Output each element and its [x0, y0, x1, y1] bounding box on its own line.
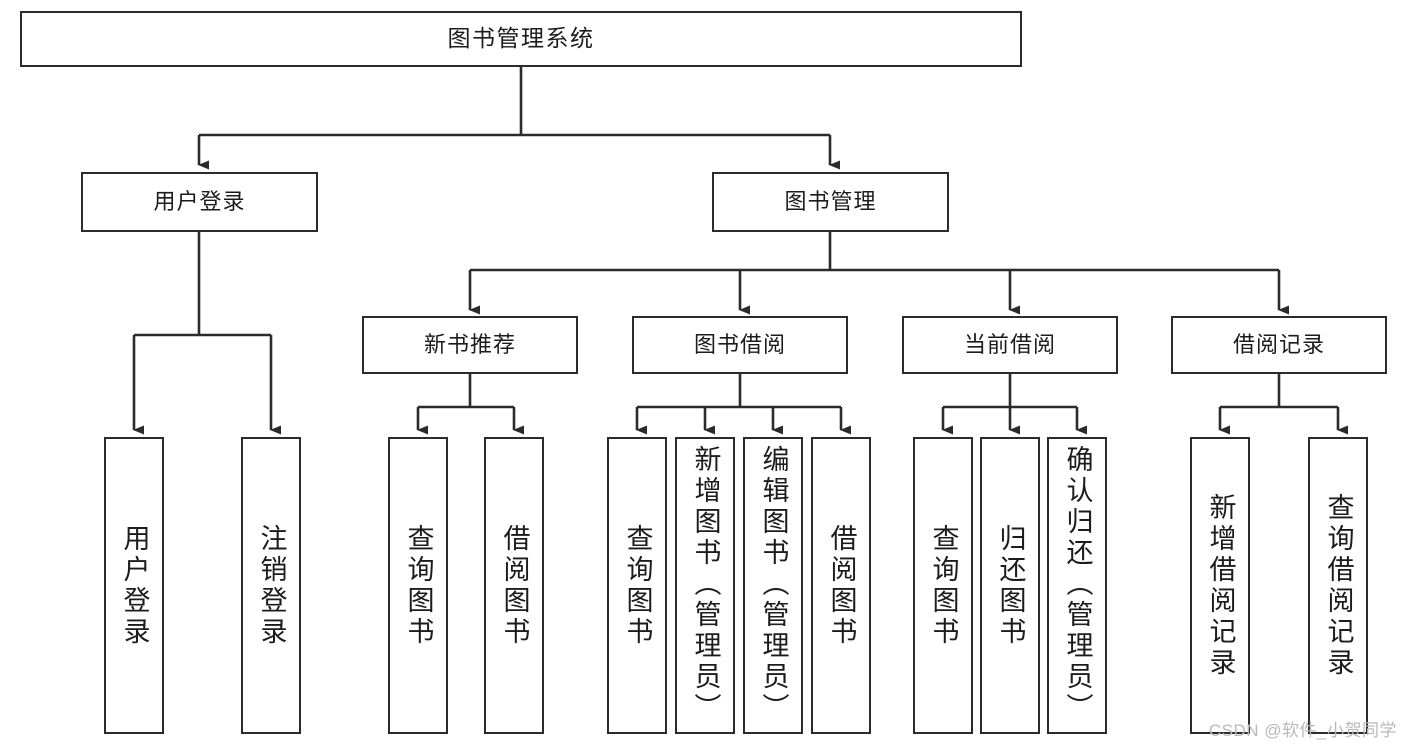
node-label: 图书管理系统 [447, 25, 595, 52]
node-borrow-record[interactable]: 借阅记录 [1171, 316, 1387, 374]
node-root-book-management-system[interactable]: 图书管理系统 [20, 11, 1022, 67]
node-label: 借阅图书 [499, 523, 530, 648]
node-book-management[interactable]: 图书管理 [712, 172, 949, 232]
node-label: 借阅图书 [826, 523, 857, 648]
leaf-new-book-query-book[interactable]: 查询图书 [388, 437, 448, 734]
node-label: 图书借阅 [693, 331, 786, 357]
node-label: 新增借阅记录 [1205, 492, 1236, 679]
node-label: 确认归还（管理员） [1062, 445, 1093, 724]
node-label: 用户登录 [153, 188, 246, 214]
node-label: 注销登录 [256, 523, 287, 648]
node-label: 图书管理 [784, 188, 877, 214]
leaf-borrow-record-add-record[interactable]: 新增借阅记录 [1190, 437, 1250, 734]
leaf-user-login-login[interactable]: 用户登录 [104, 437, 164, 734]
node-label: 查询图书 [928, 523, 959, 648]
node-label: 编辑图书（管理员） [758, 445, 789, 724]
leaf-book-borrow-add-book[interactable]: 新增图书（管理员） [675, 437, 735, 734]
node-book-borrow[interactable]: 图书借阅 [632, 316, 848, 374]
node-label: 查询图书 [622, 523, 653, 648]
leaf-book-borrow-query-book[interactable]: 查询图书 [607, 437, 667, 734]
leaf-borrow-record-query-record[interactable]: 查询借阅记录 [1308, 437, 1368, 734]
node-label: 查询借阅记录 [1323, 492, 1354, 679]
watermark-text: CSDN @软件_小贺同学 [1208, 721, 1397, 740]
leaf-current-borrow-confirm-return[interactable]: 确认归还（管理员） [1047, 437, 1107, 734]
leaf-current-borrow-return-book[interactable]: 归还图书 [980, 437, 1040, 734]
leaf-book-borrow-edit-book[interactable]: 编辑图书（管理员） [743, 437, 803, 734]
node-new-book-recommend[interactable]: 新书推荐 [362, 316, 578, 374]
node-label: 借阅记录 [1232, 331, 1325, 357]
node-label: 用户登录 [119, 523, 150, 648]
node-label: 当前借阅 [963, 331, 1056, 357]
node-label: 查询图书 [403, 523, 434, 648]
node-current-borrow[interactable]: 当前借阅 [902, 316, 1118, 374]
leaf-book-borrow-borrow-book[interactable]: 借阅图书 [811, 437, 871, 734]
node-user-login[interactable]: 用户登录 [81, 172, 318, 232]
leaf-user-login-logout[interactable]: 注销登录 [241, 437, 301, 734]
node-label: 新书推荐 [423, 331, 516, 357]
leaf-current-borrow-query-book[interactable]: 查询图书 [913, 437, 973, 734]
node-label: 归还图书 [995, 523, 1026, 648]
node-label: 新增图书（管理员） [690, 445, 721, 724]
leaf-new-book-borrow-book[interactable]: 借阅图书 [484, 437, 544, 734]
